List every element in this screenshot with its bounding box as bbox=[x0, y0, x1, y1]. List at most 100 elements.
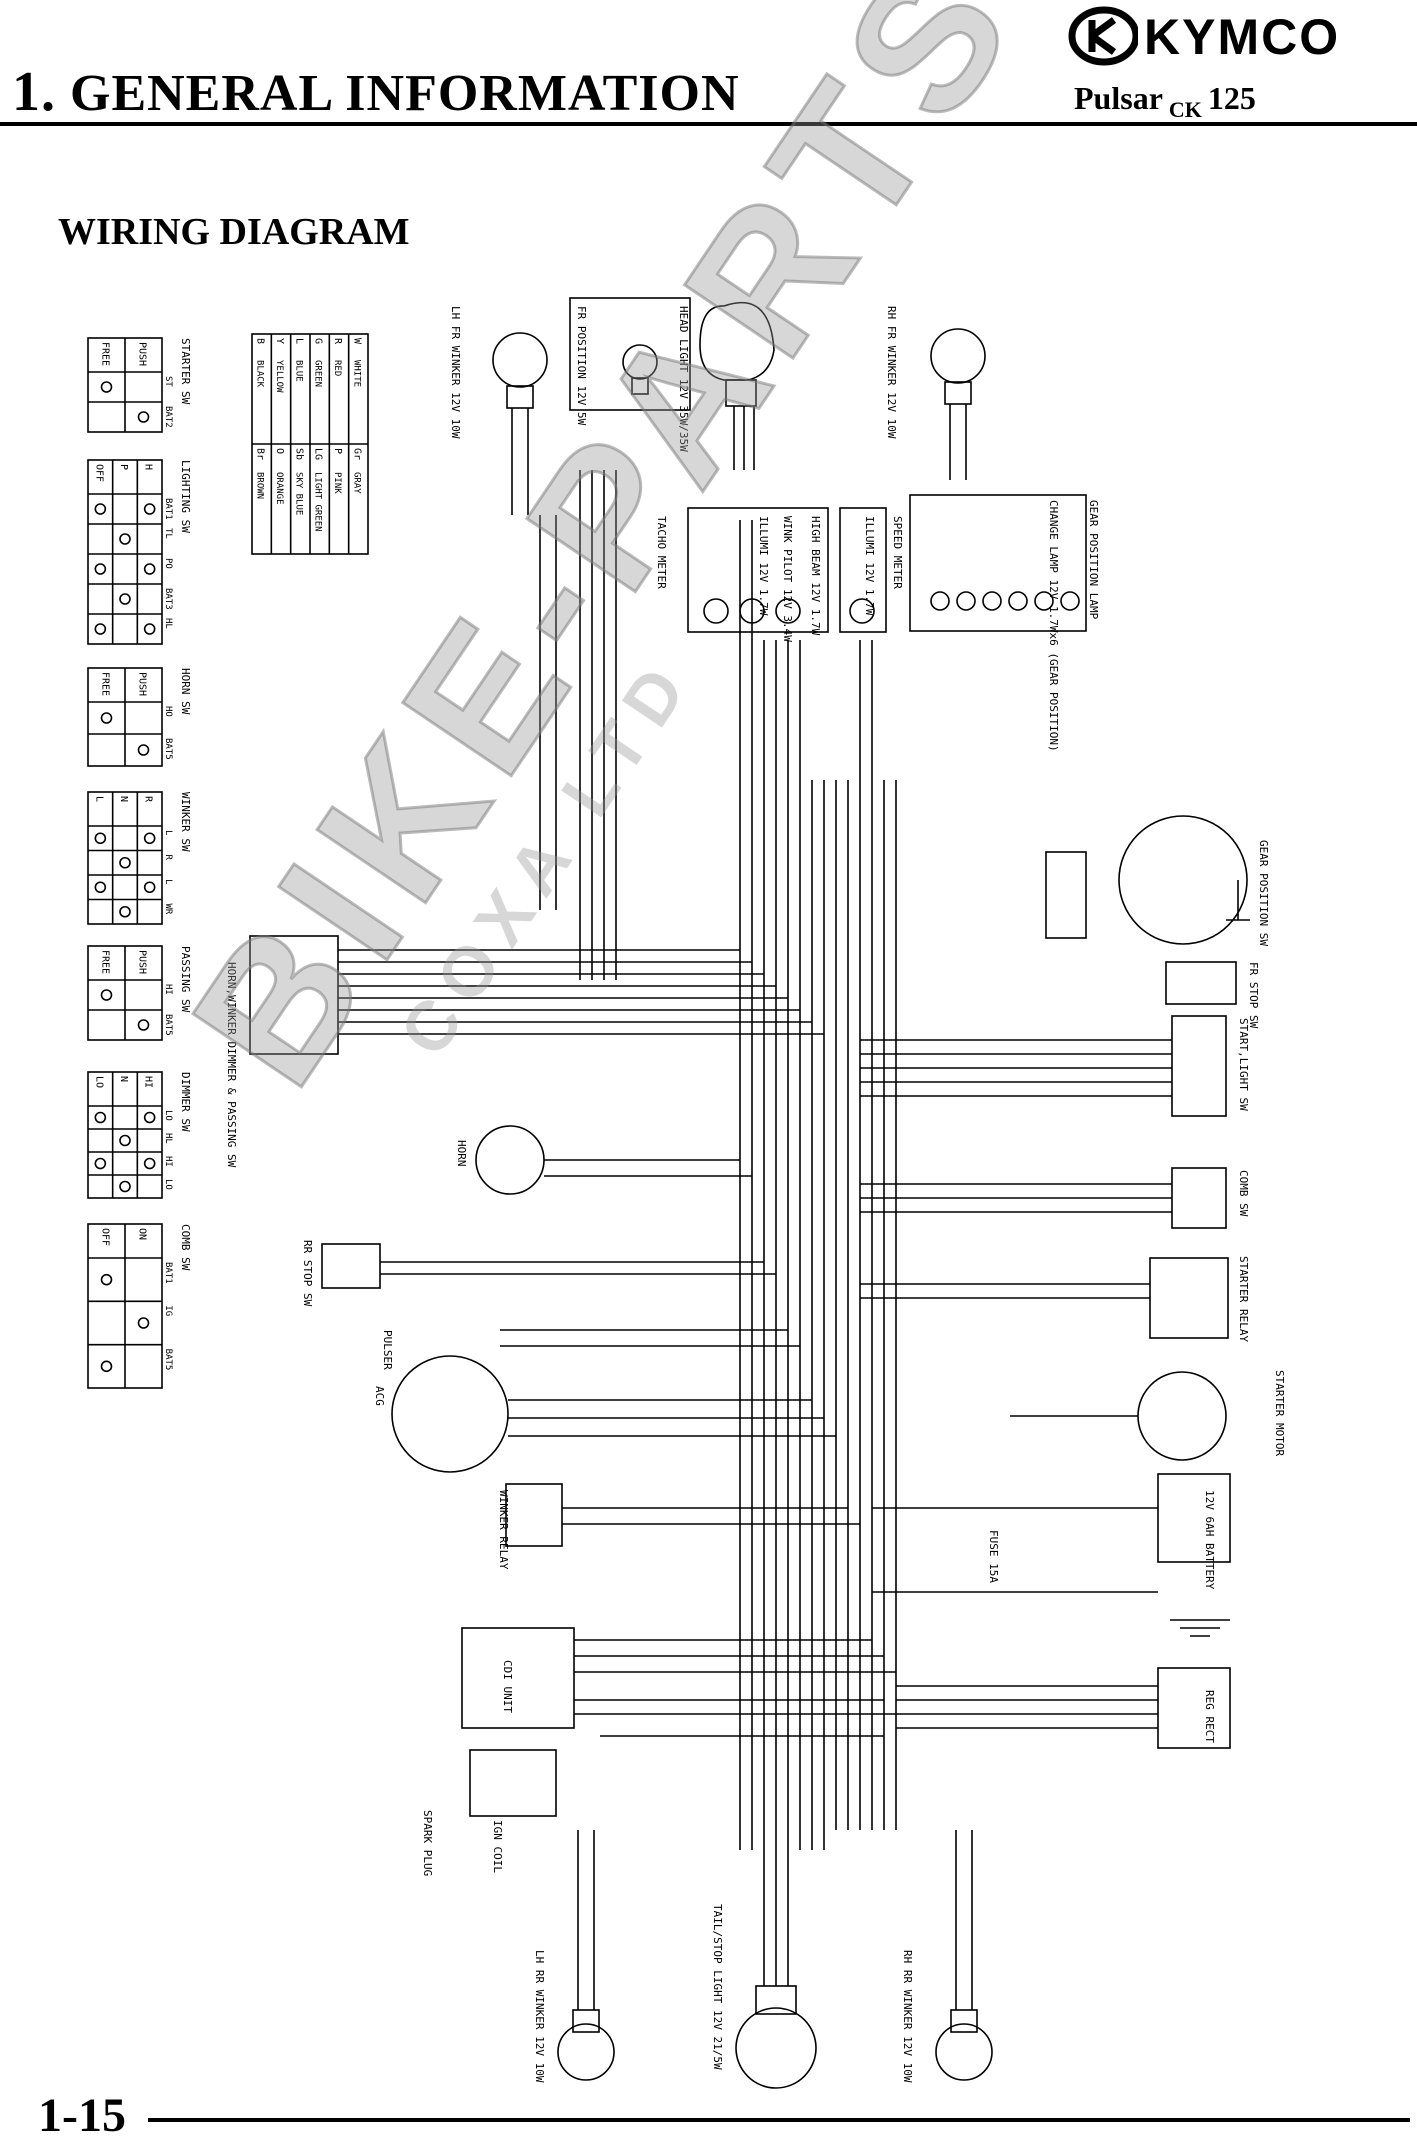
switch-col-label: BAT1 bbox=[163, 1262, 173, 1284]
switch-col-label: BAT3 bbox=[163, 588, 173, 610]
color-name: WHITE bbox=[351, 360, 361, 387]
switch-col-label: HI bbox=[163, 1156, 173, 1167]
label-starter-relay: STARTER RELAY bbox=[1237, 1256, 1250, 1342]
switch-table-title: HORN SW bbox=[179, 668, 192, 715]
color-code: LG bbox=[313, 448, 324, 460]
switch-row-label: L bbox=[93, 796, 104, 802]
label-pulser: PULSER bbox=[381, 1330, 394, 1370]
label-lh-fr-winker: LH FR WINKER 12V 10W bbox=[449, 306, 462, 439]
switch-row-label: PUSH bbox=[137, 342, 148, 366]
label-gear-position-sw: GEAR POSITION SW bbox=[1257, 840, 1270, 946]
color-code: L bbox=[293, 338, 304, 344]
color-code: B bbox=[255, 338, 266, 344]
brand-name: KYMCO bbox=[1144, 9, 1341, 65]
switch-row-label: H bbox=[143, 464, 154, 470]
page-number: 1-15 bbox=[38, 2089, 126, 2142]
switch-col-label: LO bbox=[163, 1179, 173, 1190]
color-code: G bbox=[313, 338, 324, 344]
switch-col-label: BAT1 bbox=[163, 498, 173, 520]
switch-contact-icon bbox=[143, 1157, 156, 1170]
battery bbox=[1157, 1473, 1231, 1563]
switch-col-label: LO bbox=[163, 1110, 173, 1121]
color-name: LIGHT GREEN bbox=[313, 472, 323, 532]
switch-table-title: DIMMER SW bbox=[179, 1072, 192, 1132]
starter-relay bbox=[1149, 1257, 1229, 1339]
switch-row-label: OFF bbox=[100, 1228, 111, 1246]
harness-horizontal bbox=[338, 949, 1172, 1737]
acg-body bbox=[391, 1355, 509, 1473]
rr-stop-switch bbox=[321, 1243, 381, 1289]
tail-stop-light-bulb bbox=[735, 1850, 817, 2089]
switch-col-label: R bbox=[163, 855, 173, 861]
switch-col-label: BAT5 bbox=[163, 1349, 173, 1371]
gear-position-connector bbox=[1045, 851, 1087, 939]
label-comb-sw: COMB SW bbox=[1237, 1170, 1250, 1217]
switch-col-label: PO bbox=[163, 558, 173, 569]
model-name: Pulsar bbox=[1074, 80, 1163, 116]
switch-col-label: WR bbox=[163, 904, 173, 915]
switch-row-label: HI bbox=[143, 1076, 154, 1088]
switch-contact-icon bbox=[137, 411, 150, 423]
label-illumi-speed: ILLUMI 12V 1.7W bbox=[863, 516, 876, 616]
switch-contact-icon bbox=[137, 744, 150, 756]
color-code: W bbox=[351, 338, 362, 345]
section-title: WIRING DIAGRAM bbox=[58, 211, 410, 253]
switch-contact-icon bbox=[100, 712, 113, 724]
switch-contact-icon bbox=[94, 623, 107, 635]
switch-row-label: FREE bbox=[100, 342, 111, 366]
switch-contact-icon bbox=[119, 856, 131, 869]
switch-contact-icon bbox=[119, 905, 131, 918]
switch-col-label: L bbox=[163, 879, 173, 884]
switch-col-label: BAT2 bbox=[163, 406, 173, 428]
color-name: GREEN bbox=[313, 360, 323, 387]
switch-contact-icon bbox=[143, 623, 156, 635]
lh-rr-winker-bulb bbox=[557, 1830, 615, 2081]
color-code: Gr bbox=[351, 448, 362, 460]
switch-contact-icon bbox=[100, 1273, 113, 1286]
switch-contact-icon bbox=[137, 1019, 150, 1031]
switch-contact-icon bbox=[143, 503, 156, 515]
comb-switch bbox=[1171, 1167, 1227, 1229]
switch-contact-icon bbox=[94, 832, 107, 845]
kymco-logo: KYMCO bbox=[1068, 6, 1413, 66]
label-high-beam: HIGH BEAM 12V 1.7W bbox=[809, 516, 822, 636]
footer-rule bbox=[148, 2118, 1410, 2122]
color-name: BLACK bbox=[255, 360, 265, 388]
switch-table-title: LIGHTING SW bbox=[179, 460, 192, 533]
color-code: O bbox=[274, 448, 285, 454]
switch-contact-icon bbox=[137, 1317, 150, 1329]
model-sub: CK bbox=[1168, 97, 1202, 122]
label-rh-fr-winker: RH FR WINKER 12V 10W bbox=[885, 306, 898, 439]
color-code: Y bbox=[274, 338, 285, 344]
switch-contact-icon bbox=[119, 1180, 131, 1193]
chapter-title: GENERAL INFORMATION bbox=[70, 65, 740, 122]
switch-col-label: TL bbox=[163, 528, 173, 539]
color-name: PINK bbox=[332, 472, 342, 494]
switch-contact-icon bbox=[143, 881, 156, 894]
color-name: YELLOW bbox=[274, 360, 284, 393]
switch-row-label: OFF bbox=[93, 464, 104, 482]
switch-row-label: PUSH bbox=[137, 950, 148, 974]
lh-fr-winker-bulb bbox=[492, 332, 548, 515]
gear-lamp-bulbs bbox=[930, 591, 1080, 611]
color-code: Br bbox=[255, 448, 266, 460]
switch-contact-icon bbox=[119, 533, 131, 545]
color-name: ORANGE bbox=[274, 472, 284, 505]
label-speed-meter: SPEED METER bbox=[891, 516, 904, 589]
label-acg: ACG bbox=[373, 1386, 386, 1406]
label-rr-stop-sw: RR STOP SW bbox=[301, 1240, 314, 1307]
label-fr-stop-sw: FR STOP SW bbox=[1247, 962, 1260, 1029]
switch-row-label: R bbox=[143, 796, 154, 803]
switch-table-title: STARTER SW bbox=[179, 338, 192, 405]
chapter-title-block: 1. GENERAL INFORMATION bbox=[12, 60, 740, 124]
start-light-switch bbox=[1171, 1015, 1227, 1117]
color-code: P bbox=[332, 448, 343, 454]
label-horn: HORN bbox=[455, 1140, 468, 1167]
label-lh-rr-winker: LH RR WINKER 12V 10W bbox=[533, 1950, 546, 2083]
headlight-housing bbox=[569, 297, 691, 411]
